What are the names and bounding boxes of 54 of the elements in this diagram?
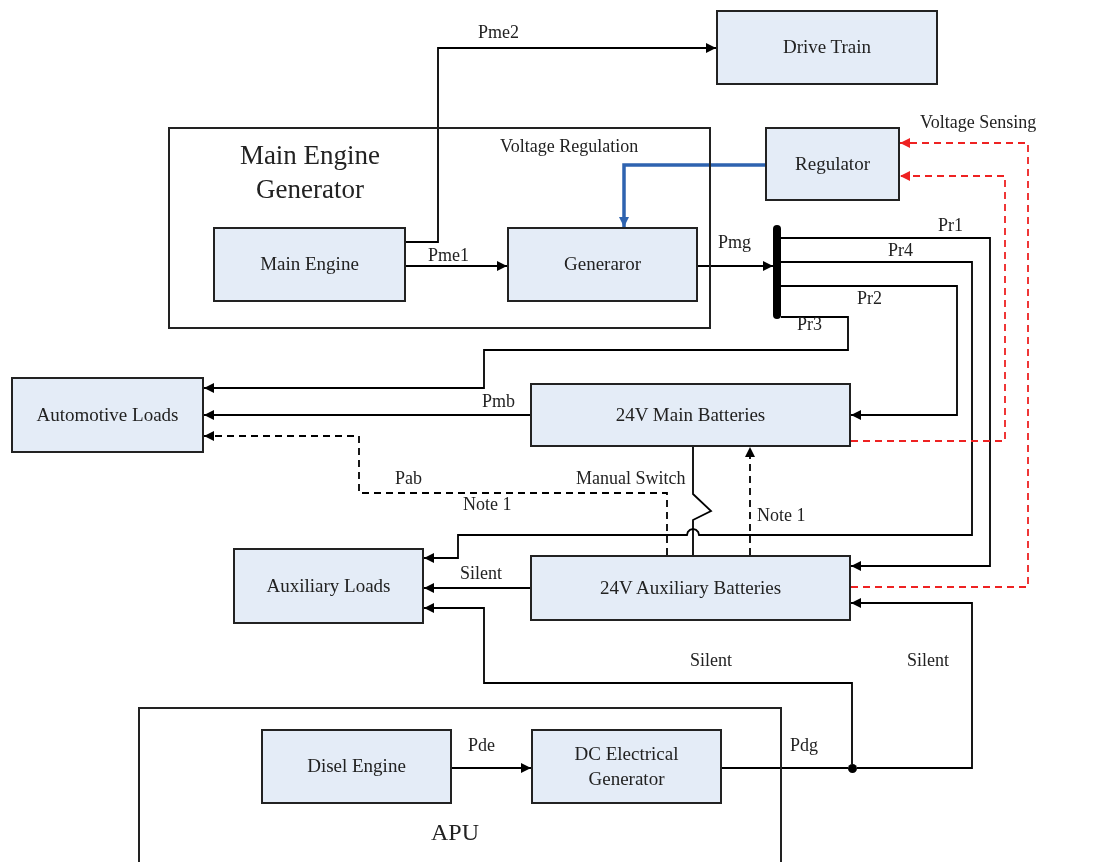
arrow xyxy=(697,261,774,271)
edge-label: Pmg xyxy=(718,232,751,253)
arrow xyxy=(423,583,531,593)
process-box: 24V Auxiliary Batteries xyxy=(530,555,851,621)
bus-bar xyxy=(773,225,781,319)
note-label: Note 1 xyxy=(463,494,512,515)
edge-label: Pr4 xyxy=(888,240,913,261)
process-box: DC Electrical Generator xyxy=(531,729,722,804)
edge-label: Voltage Sensing xyxy=(920,112,1037,133)
edge-label: Pdg xyxy=(790,735,818,756)
process-box: Auxiliary Loads xyxy=(233,548,424,624)
connector-line xyxy=(721,767,849,769)
edge-label: Pde xyxy=(468,735,495,756)
arrow xyxy=(203,431,668,556)
edge-label: Silent xyxy=(907,650,949,671)
process-box: Main Engine xyxy=(213,227,406,302)
junction-dot xyxy=(848,764,857,773)
connector-line xyxy=(692,446,713,556)
edge-label: Pab xyxy=(395,468,422,489)
arrow xyxy=(850,171,1006,442)
group-heading: APU xyxy=(430,818,480,847)
arrow xyxy=(405,43,717,243)
group-frame xyxy=(168,127,711,329)
arrow xyxy=(850,598,973,769)
edge-label: Silent xyxy=(460,563,502,584)
edge-label: Pr2 xyxy=(857,288,882,309)
arrow xyxy=(203,410,531,420)
arrow xyxy=(780,237,991,571)
arrow xyxy=(451,763,532,773)
group-heading: Main Engine Generator xyxy=(238,139,382,206)
edge-label: Manual Switch xyxy=(576,468,686,489)
arrow xyxy=(423,603,853,765)
process-box: Generaror xyxy=(507,227,698,302)
group-frame xyxy=(138,707,782,862)
edge-label: Note 1 xyxy=(757,505,806,526)
edge-label: Voltage Regulation xyxy=(500,136,639,157)
arrow xyxy=(619,163,765,227)
arrow xyxy=(423,261,973,563)
edge-label: Pr1 xyxy=(938,215,963,236)
edge-label: Pmb xyxy=(482,391,515,412)
process-box: Disel Engine xyxy=(261,729,452,804)
edge-label: Silent xyxy=(690,650,732,671)
arrow xyxy=(405,261,508,271)
arrow xyxy=(850,138,1029,588)
process-box: Drive Train xyxy=(716,10,938,85)
arrow xyxy=(203,316,849,393)
arrow xyxy=(745,446,755,556)
edge-label: Pme2 xyxy=(478,22,519,43)
process-box: Automotive Loads xyxy=(11,377,204,453)
process-box: Regulator xyxy=(765,127,900,201)
edge-label: Pr3 xyxy=(797,314,822,335)
process-box: 24V Main Batteries xyxy=(530,383,851,447)
edge-label: Pme1 xyxy=(428,245,469,266)
arrow xyxy=(780,285,958,420)
